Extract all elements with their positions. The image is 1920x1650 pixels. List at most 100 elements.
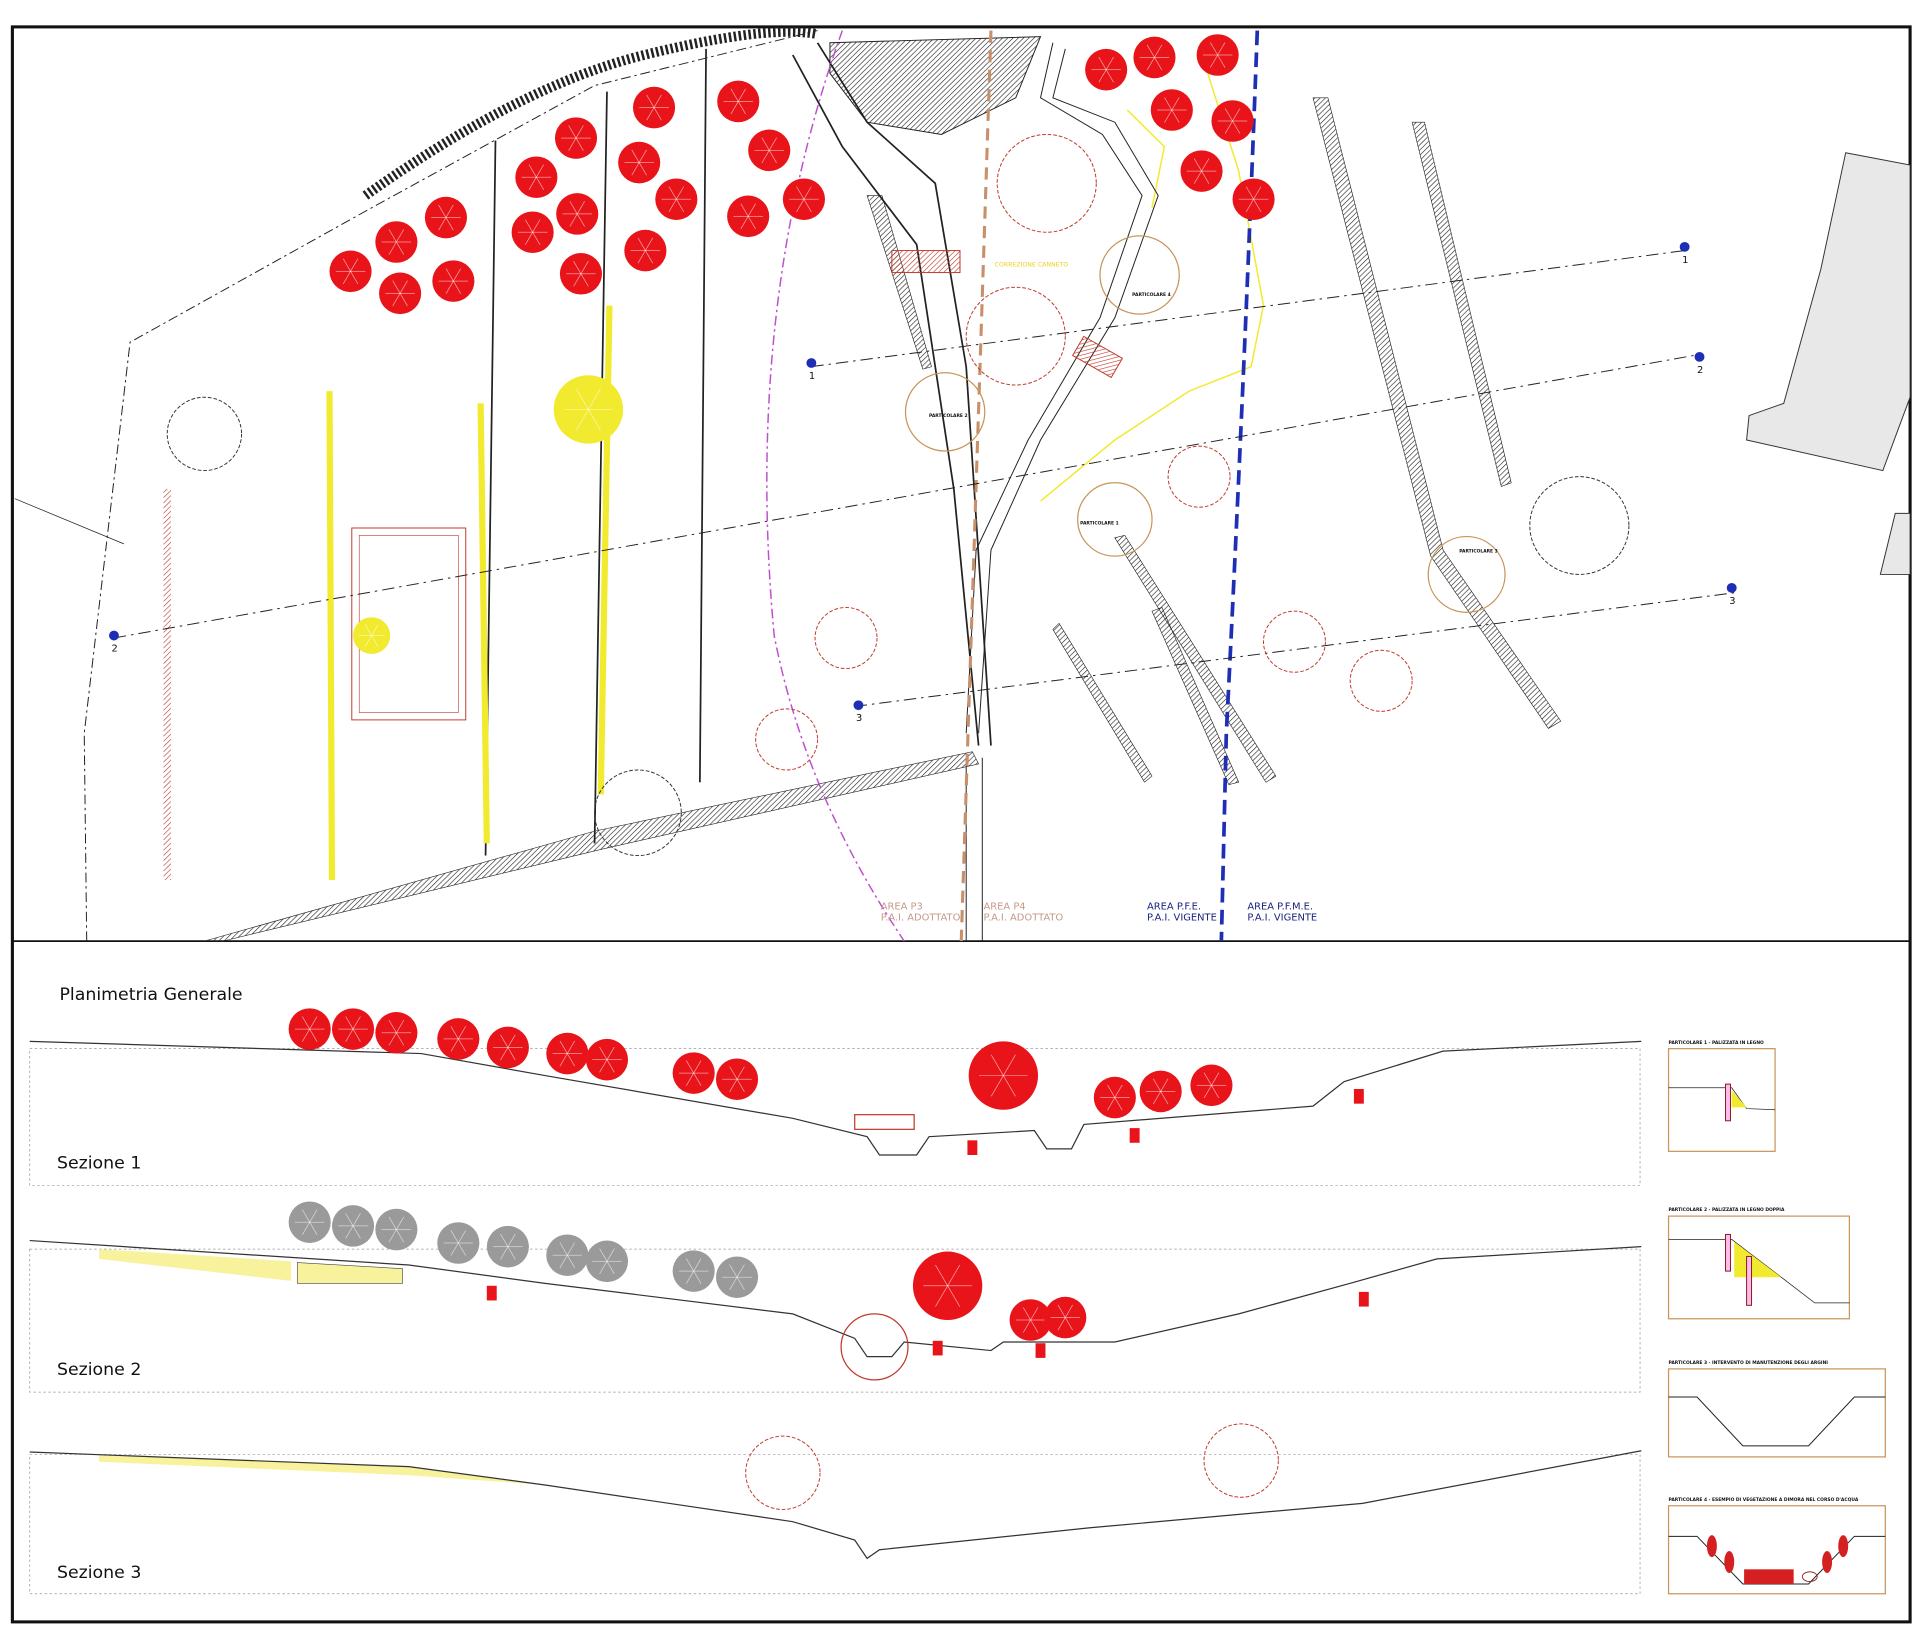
detail-4-stone [1801, 1571, 1818, 1582]
red-tree [379, 272, 422, 315]
section-3-profile [29, 1450, 1642, 1560]
section-1: Sezione 1 [29, 1040, 1642, 1186]
section-tree [1093, 1076, 1136, 1119]
section-marker-icon [1679, 242, 1690, 252]
area-legend: AREA P3 P.A.I. ADOTTATO AREA P4 P.A.I. A… [881, 901, 1317, 923]
section-grey-tree [715, 1256, 759, 1298]
section-grey-tree [375, 1208, 418, 1251]
section-marker-icon [806, 358, 817, 368]
detail-4-plants [1706, 1535, 1849, 1573]
red-tree [515, 156, 558, 198]
section-tree [331, 1008, 375, 1050]
section-marker-post [967, 1140, 978, 1155]
large-tree [996, 133, 1097, 233]
detail-1-title: PARTICOLARE 1 - PALIZZATA IN LEGNO [1669, 1040, 1765, 1046]
detail-2-title: PARTICOLARE 2 - PALIZZATA IN LEGNO DOPPI… [1669, 1207, 1785, 1213]
section-1-profile [29, 1040, 1642, 1156]
large-tree [965, 286, 1066, 386]
section-marker-label: 1 [1682, 255, 1688, 266]
section-marker-post [932, 1340, 943, 1356]
detail-2-fill [1734, 1241, 1782, 1278]
area-p3-label-line1: AREA P3 [881, 901, 923, 912]
section-tree [486, 1026, 529, 1069]
detail-4: PARTICOLARE 4 - ESEMPIO DI VEGETAZIONE A… [1667, 1497, 1886, 1595]
section-grey-tree [546, 1234, 589, 1276]
section-tree-outline [1203, 1423, 1279, 1498]
section-marker-post [1035, 1343, 1046, 1358]
section-tree [1190, 1064, 1233, 1107]
section-tall-tree [912, 1251, 983, 1320]
black-tree [594, 769, 682, 857]
hatched-slopes [204, 97, 1562, 942]
detail-1: PARTICOLARE 1 - PALIZZATA IN LEGNO [1667, 1040, 1776, 1152]
detail-marker-2-circle [904, 372, 986, 452]
section-tree [1044, 1296, 1087, 1339]
yellow-trail [1040, 73, 1265, 502]
section-lines [113, 250, 1735, 707]
plan-title: Planimetria Generale [59, 985, 242, 1005]
detail-3: PARTICOLARE 3 - INTERVENTO DI MANUTENZIO… [1667, 1360, 1886, 1458]
plan-trees [166, 34, 1630, 857]
area-p3-label-line2: P.A.I. ADOTTATO [881, 912, 961, 923]
detail-2-stake-1 [1725, 1233, 1731, 1272]
tree-outline [755, 708, 819, 771]
footbridge-2 [1071, 335, 1124, 379]
red-tree [1133, 36, 1176, 79]
red-tree [511, 211, 554, 253]
red-tree [727, 195, 770, 238]
detail-marker-2-label: PARTICOLARE 2 [929, 413, 968, 419]
red-tree [624, 229, 667, 272]
section-trees [288, 1008, 1369, 1510]
red-tree [556, 193, 599, 235]
area-pfme-label-line2: P.A.I. VIGENTE [1247, 912, 1317, 923]
red-tree [1150, 89, 1193, 131]
tree-outline [814, 606, 878, 670]
section-tree [1009, 1299, 1052, 1341]
section-3-frame [29, 1454, 1641, 1595]
section-marker-post [1358, 1291, 1369, 1307]
area-p4-label-line2: P.A.I. ADOTTATO [984, 912, 1064, 923]
section-tree [437, 1018, 480, 1060]
section-2-frame [29, 1248, 1641, 1393]
area-pfme-label-line1: AREA P.F.M.E. [1247, 901, 1313, 912]
area-pfe-label-line1: AREA P.F.E. [1147, 901, 1201, 912]
river-channel [965, 42, 1159, 942]
section-tree [715, 1058, 759, 1100]
red-tree [375, 221, 418, 263]
section-tree [288, 1008, 331, 1050]
section-marker-label: 2 [111, 643, 117, 654]
detail-3-title: PARTICOLARE 3 - INTERVENTO DI MANUTENZIO… [1669, 1360, 1829, 1366]
detail-2-stake-2 [1746, 1255, 1753, 1306]
detail-2: PARTICOLARE 2 - PALIZZATA IN LEGNO DOPPI… [1667, 1207, 1851, 1320]
section-tree [375, 1012, 418, 1054]
section-marker-label: 3 [856, 713, 862, 724]
detail-marker-4-circle [1099, 235, 1180, 315]
section-tree [546, 1032, 589, 1075]
section-tree [1139, 1070, 1182, 1113]
terrace-lines [484, 42, 992, 856]
detail-1-frame [1667, 1048, 1776, 1152]
section-tree [585, 1038, 629, 1081]
yellow-tree [353, 617, 391, 654]
section-tall-tree [968, 1041, 1039, 1110]
detail-marker-1-circle [1077, 482, 1153, 557]
section-marker-icon [853, 700, 864, 711]
tree-outline [1262, 610, 1326, 673]
pool-outline [351, 527, 467, 721]
red-tree [782, 178, 825, 220]
detail-4-reed-bed [1744, 1569, 1794, 1584]
detail-marker-3-label: PARTICOLARE 3 [1459, 548, 1498, 554]
section-marker-label: 3 [1729, 596, 1735, 607]
section-2-label: Sezione 2 [57, 1360, 141, 1380]
red-tree [1211, 100, 1254, 142]
detail-marker-1-label: PARTICOLARE 1 [1080, 520, 1119, 526]
area-pfe-line [1219, 30, 1260, 942]
detail-4-title: PARTICOLARE 4 - ESEMPIO DI VEGETAZIONE A… [1669, 1497, 1859, 1503]
tree-outline [1349, 649, 1413, 712]
building [1746, 152, 1911, 472]
section-2-detail-circle [840, 1313, 909, 1381]
section-2-profile [29, 1239, 1642, 1358]
